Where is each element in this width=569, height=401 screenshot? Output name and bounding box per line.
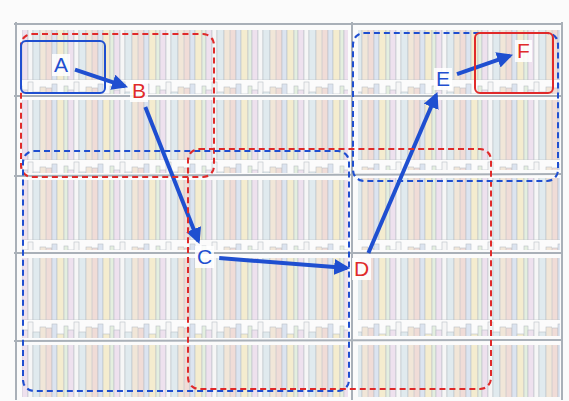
dashed-region: EF (352, 32, 559, 182)
region-letter: B (130, 80, 148, 102)
region-letter: E (434, 68, 452, 90)
flow-arrow (145, 107, 198, 241)
dashed-region: D (187, 148, 492, 390)
region-letter: C (195, 246, 214, 268)
dashed-region: C (22, 150, 350, 392)
region-letter: F (515, 40, 532, 62)
flow-arrow (457, 56, 510, 74)
region-letter: A (52, 54, 70, 76)
region-letter: D (352, 258, 371, 280)
flow-arrow (75, 70, 125, 87)
dashed-region: BA (20, 33, 215, 178)
flow-arrow (368, 95, 436, 253)
solid-frame: F (474, 32, 554, 94)
flow-arrow (219, 258, 347, 268)
solid-frame: A (20, 40, 106, 94)
